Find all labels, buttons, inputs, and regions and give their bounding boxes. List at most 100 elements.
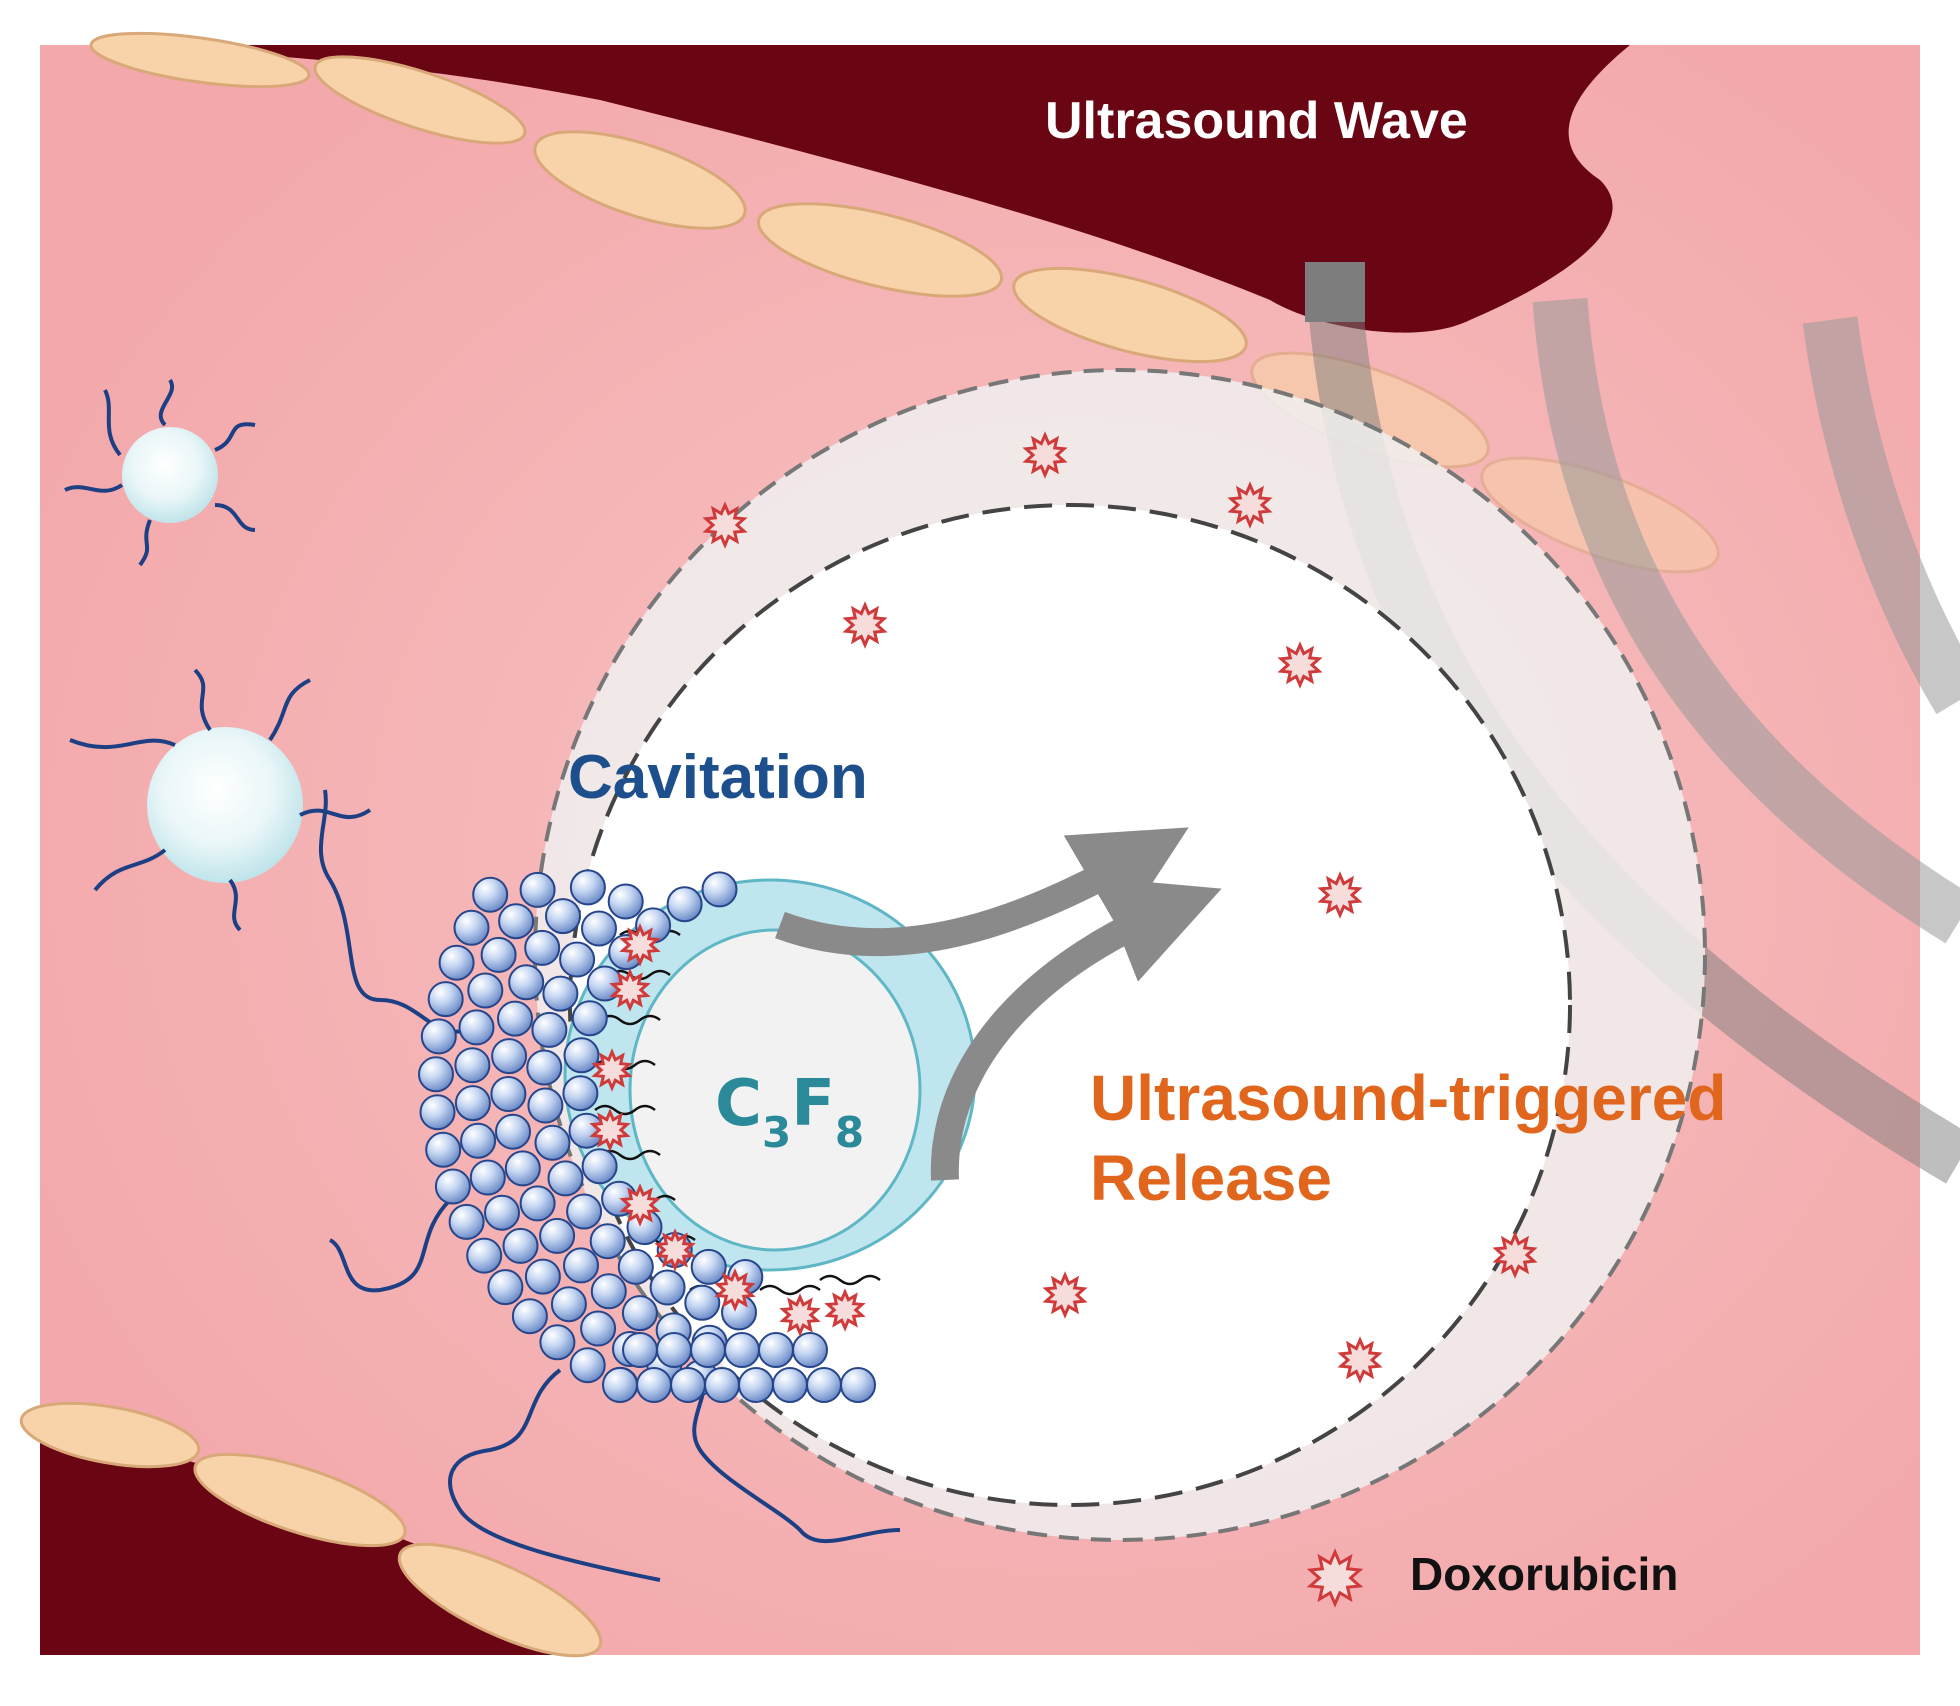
release-arrow-upper — [775, 827, 1189, 957]
doxorubicin-star-icon — [842, 601, 888, 649]
nanoparticle-sphere — [460, 1122, 497, 1159]
nanoparticle-sphere — [539, 1217, 576, 1254]
nanoparticle-sphere — [491, 1038, 528, 1075]
doxorubicin-star-icon — [1022, 431, 1068, 479]
nanoparticle-sphere — [738, 1367, 774, 1403]
nanoparticle-sphere — [545, 898, 581, 935]
doxorubicin-star-icon — [1317, 871, 1363, 919]
nanoparticle-sphere — [467, 972, 504, 1009]
doxorubicin-star-icon — [619, 1183, 661, 1227]
doxorubicin-star-icon — [1042, 1271, 1088, 1319]
doxorubicin-star-icon — [714, 1268, 756, 1312]
nanoparticle-sphere — [636, 1367, 672, 1403]
doxorubicin-star-icon — [702, 501, 748, 549]
nanoparticle-sphere — [649, 1269, 686, 1306]
nanoparticle-sphere — [448, 1203, 485, 1240]
nanoparticle-sphere — [527, 1087, 564, 1124]
nanoparticle-sphere — [526, 1049, 563, 1086]
nanoparticle-sphere — [472, 876, 509, 913]
transducer-tip — [1305, 262, 1365, 322]
nanoparticle-sphere — [484, 1194, 520, 1231]
release-label-line2: Release — [1090, 1142, 1332, 1214]
nanoparticle-sphere — [621, 1295, 658, 1332]
nanoparticle-sphere — [438, 944, 475, 981]
release-arrow-lower — [930, 877, 1222, 1181]
nanoparticle-sphere — [569, 1347, 606, 1384]
doxorubicin-star-icon — [1277, 641, 1323, 689]
nanoparticle-sphere — [758, 1332, 794, 1368]
nanoparticle-sphere — [589, 1223, 626, 1260]
doxorubicin-star-icon — [1306, 1548, 1364, 1608]
nanoparticle-sphere — [571, 1000, 608, 1037]
nanoparticle-sphere — [590, 1273, 627, 1310]
nanoparticle-sphere — [566, 1193, 603, 1230]
nanoparticle-sphere — [563, 1247, 599, 1284]
shell-drug-molecules — [589, 923, 866, 1337]
doxorubicin-star-icon — [1306, 1548, 1364, 1608]
doxorubicin-star-icon — [654, 1228, 696, 1272]
doxorubicin-star-icon — [824, 1288, 866, 1332]
nanoparticle-sphere — [806, 1367, 842, 1403]
nanoparticle-sphere — [469, 1159, 506, 1196]
nanoparticle-sphere — [480, 936, 517, 973]
nanoparticle-sphere — [656, 1332, 692, 1368]
vessel-wall-top — [100, 45, 1630, 333]
doxorubicin-star-icon — [619, 923, 661, 967]
nanoparticle-sphere — [840, 1367, 876, 1403]
legend: Doxorubicin — [1306, 1548, 1678, 1608]
nanoparticle-sphere — [580, 1310, 617, 1347]
nanoparticle-sphere — [508, 964, 545, 1001]
nanoparticle-sphere — [420, 1018, 457, 1055]
nanoparticle-sphere — [562, 1075, 599, 1112]
nanoparticle-sphere — [602, 1367, 638, 1403]
nanoparticle-sphere — [418, 1056, 454, 1093]
nanoparticle-sphere — [666, 886, 703, 923]
nanoparticle-sphere — [547, 1160, 584, 1197]
nanoparticle-cluster — [418, 869, 876, 1403]
nanoparticle-sphere — [524, 929, 561, 966]
nanoparticle-sphere — [607, 883, 644, 920]
nanoparticle-sphere — [419, 1094, 456, 1131]
nanoparticle-sphere — [497, 1000, 533, 1037]
nanoparticle-sphere — [498, 903, 535, 940]
nanoparticle-sphere — [427, 981, 464, 1018]
nanoparticle-sphere — [542, 975, 579, 1012]
nanoparticle-sphere — [495, 1113, 531, 1150]
nanoparticle-sphere — [502, 1227, 539, 1264]
nanoparticle-sphere — [458, 1009, 495, 1046]
free-microbubble-small — [64, 378, 256, 567]
free-microbubble-large — [69, 668, 372, 932]
cavitation-label: Cavitation — [568, 743, 868, 812]
peg-chains — [318, 789, 901, 1582]
nanoparticle-sphere — [466, 1237, 503, 1274]
release-label-line1: Ultrasound-triggered — [1090, 1062, 1726, 1134]
nanoparticle-sphere — [581, 1148, 618, 1185]
nanoparticle-sphere — [519, 1185, 556, 1222]
nanoparticle-sphere — [511, 1298, 548, 1335]
nanoparticle-sphere — [581, 910, 617, 947]
nanoparticle-sphere — [454, 1047, 491, 1084]
nanoparticle-sphere — [617, 1248, 654, 1285]
doxorubicin-star-icon — [1227, 481, 1273, 529]
nanoparticle-sphere — [622, 1332, 658, 1368]
nanoparticle-sphere — [519, 871, 556, 908]
nanoparticle-sphere — [550, 1286, 587, 1323]
gas-formula-label: C3F8 — [715, 1067, 864, 1157]
nanoparticle-sphere — [454, 1085, 491, 1122]
nanoparticle-sphere — [524, 1258, 561, 1295]
nanoparticle-sphere — [690, 1332, 726, 1368]
endothelial-cells-top — [89, 31, 1720, 574]
nanoparticle-sphere — [569, 869, 606, 906]
nanoparticle-sphere — [792, 1332, 828, 1368]
gas-core — [628, 928, 922, 1252]
nanoparticle-sphere — [487, 1269, 524, 1306]
doxorubicin-star-icon — [779, 1293, 821, 1337]
doxorubicin-star-icon — [1337, 1336, 1383, 1384]
released-drug-molecules — [702, 431, 1538, 1384]
nanoparticle-sphere — [534, 1124, 571, 1161]
nanoparticle-sphere — [701, 871, 738, 908]
nanoparticle-sphere — [539, 1324, 576, 1361]
ultrasound-wave-label: Ultrasound Wave — [1045, 92, 1468, 150]
nanoparticle-sphere — [684, 1284, 721, 1321]
